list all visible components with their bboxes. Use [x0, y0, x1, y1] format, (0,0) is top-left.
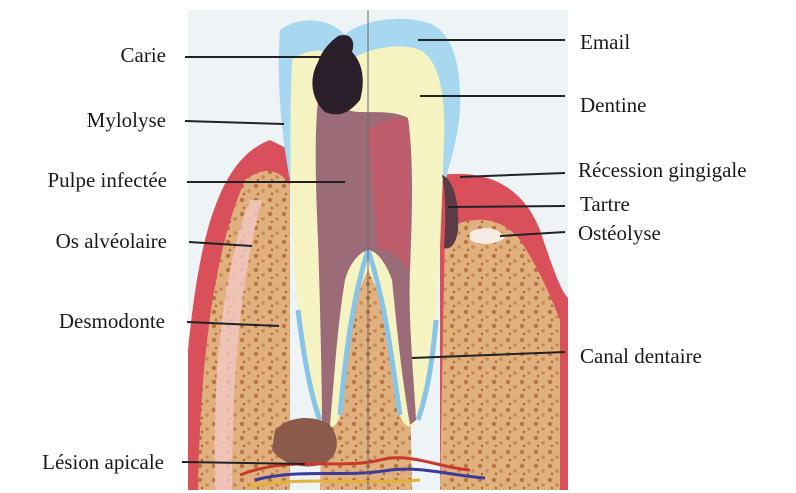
label-dentine: Dentine: [580, 93, 646, 117]
label-tartre: Tartre: [580, 192, 630, 216]
label-recession-gingigale: Récession gingigale: [578, 158, 747, 182]
label-email: Email: [580, 30, 630, 54]
label-mylolyse: Mylolyse: [87, 108, 166, 132]
label-canal-dentaire: Canal dentaire: [580, 344, 702, 368]
label-lesion-apicale: Lésion apicale: [42, 450, 164, 474]
label-os-alveolaire: Os alvéolaire: [56, 229, 167, 253]
label-carie: Carie: [121, 43, 166, 67]
label-pulpe-infectee: Pulpe infectée: [47, 168, 167, 192]
leader-tartre: [448, 206, 565, 207]
label-osteolyse: Ostéolyse: [578, 221, 661, 245]
label-desmodonte: Desmodonte: [59, 309, 165, 333]
